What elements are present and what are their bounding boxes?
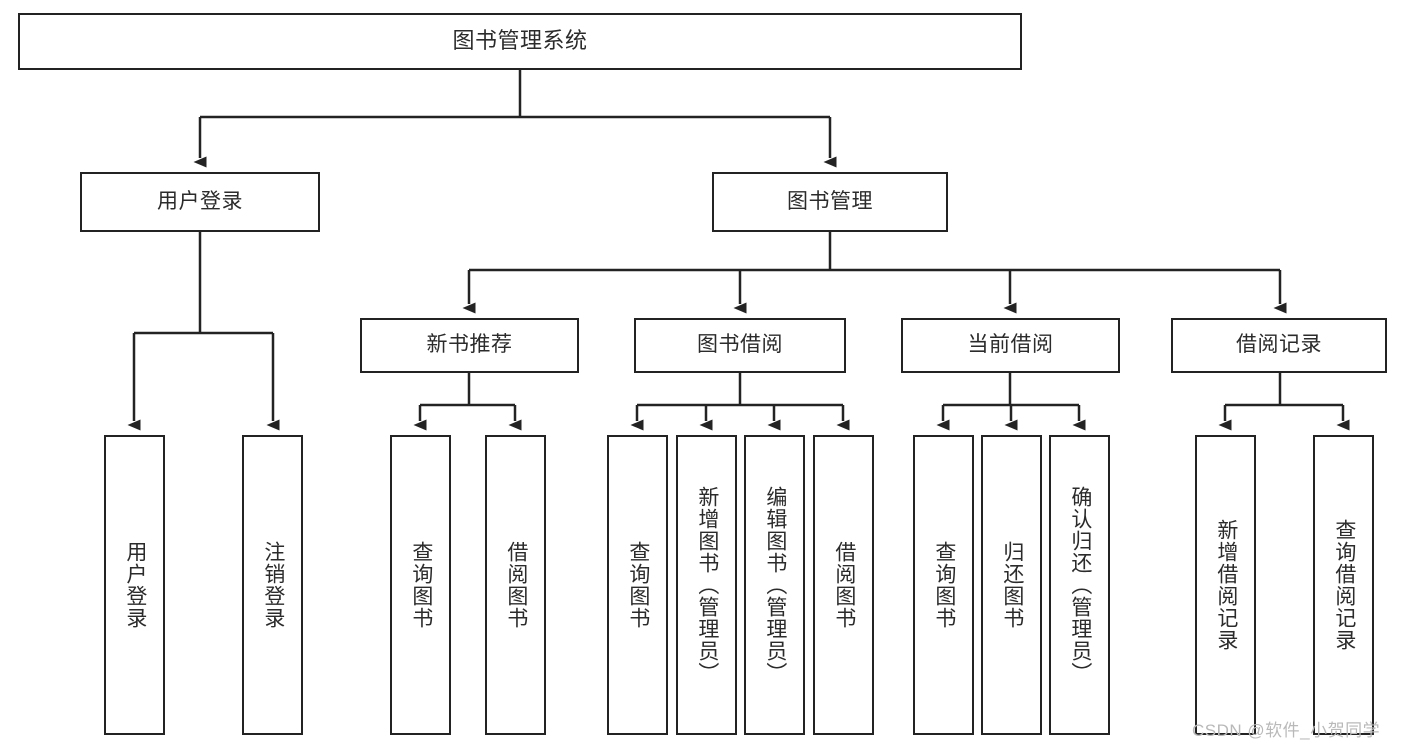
node-root[interactable]: 图书管理系统: [18, 13, 1022, 70]
node-leaf-add-record-label: 新增借阅记录: [1214, 519, 1238, 651]
node-leaf-query-book-3-label: 查询图书: [932, 541, 956, 629]
node-leaf-add-record[interactable]: 新增借阅记录: [1195, 435, 1256, 735]
node-book-manage-label: 图书管理: [787, 189, 873, 213]
node-borrow-record-label: 借阅记录: [1236, 333, 1322, 357]
node-leaf-add-book-label: 新增图书（管理员）: [695, 486, 719, 684]
node-leaf-edit-book[interactable]: 编辑图书（管理员）: [744, 435, 805, 735]
node-leaf-query-book-2[interactable]: 查询图书: [607, 435, 668, 735]
node-book-borrow[interactable]: 图书借阅: [634, 318, 846, 373]
node-leaf-user-login[interactable]: 用户登录: [104, 435, 165, 735]
node-leaf-confirm-return[interactable]: 确认归还（管理员）: [1049, 435, 1110, 735]
node-leaf-query-book-2-label: 查询图书: [626, 541, 650, 629]
node-leaf-query-book-3[interactable]: 查询图书: [913, 435, 974, 735]
node-leaf-query-record-label: 查询借阅记录: [1332, 519, 1356, 651]
node-leaf-confirm-return-label: 确认归还（管理员）: [1068, 486, 1092, 684]
node-current-borrow-label: 当前借阅: [967, 333, 1054, 357]
node-leaf-add-book[interactable]: 新增图书（管理员）: [676, 435, 737, 735]
node-user-login[interactable]: 用户登录: [80, 172, 320, 232]
node-leaf-query-record[interactable]: 查询借阅记录: [1313, 435, 1374, 735]
node-leaf-logout[interactable]: 注销登录: [242, 435, 303, 735]
node-leaf-edit-book-label: 编辑图书（管理员）: [763, 486, 787, 684]
node-current-borrow[interactable]: 当前借阅: [901, 318, 1120, 373]
node-user-login-label: 用户登录: [157, 189, 243, 213]
node-leaf-query-book-1-label: 查询图书: [409, 541, 433, 629]
node-new-book-recommend[interactable]: 新书推荐: [360, 318, 579, 373]
node-leaf-borrow-book-1[interactable]: 借阅图书: [485, 435, 546, 735]
node-leaf-borrow-book-2[interactable]: 借阅图书: [813, 435, 874, 735]
node-book-borrow-label: 图书借阅: [697, 333, 783, 357]
node-borrow-record[interactable]: 借阅记录: [1171, 318, 1387, 373]
node-leaf-logout-label: 注销登录: [261, 541, 285, 629]
node-new-book-recommend-label: 新书推荐: [426, 333, 513, 357]
node-leaf-return-book[interactable]: 归还图书: [981, 435, 1042, 735]
node-leaf-borrow-book-1-label: 借阅图书: [504, 541, 528, 629]
csdn-watermark: CSDN @软件_小贺同学: [1192, 721, 1381, 740]
node-leaf-borrow-book-2-label: 借阅图书: [832, 541, 856, 629]
node-leaf-return-book-label: 归还图书: [1000, 541, 1024, 629]
node-leaf-query-book-1[interactable]: 查询图书: [390, 435, 451, 735]
node-leaf-user-login-label: 用户登录: [123, 541, 147, 629]
node-root-label: 图书管理系统: [452, 28, 588, 54]
node-book-manage[interactable]: 图书管理: [712, 172, 948, 232]
